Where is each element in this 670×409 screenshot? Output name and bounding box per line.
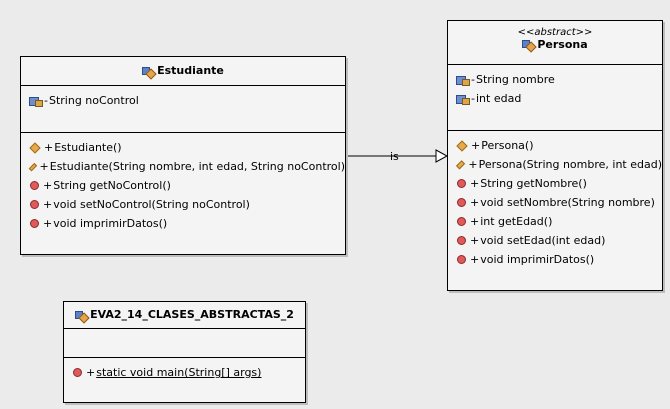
- field-row[interactable]: - int edad: [448, 89, 662, 108]
- class-name: Estudiante: [142, 57, 224, 85]
- generalization-arrowhead: [435, 149, 449, 163]
- method-row[interactable]: + static void main(String[] args): [64, 363, 305, 382]
- method-row[interactable]: + String getNombre(): [448, 174, 662, 193]
- class-eva2-main[interactable]: EVA2_14_CLASES_ABSTRACTAS_2 + static voi…: [63, 301, 306, 403]
- methods-compartment: + Persona() + Persona(String nombre, int…: [448, 131, 662, 269]
- method-row[interactable]: + int getEdad(): [448, 212, 662, 231]
- method-icon: [30, 219, 39, 228]
- fields-compartment: [64, 329, 305, 358]
- constructor-row[interactable]: + Persona(String nombre, int edad): [448, 155, 662, 174]
- method-icon: [457, 198, 466, 207]
- class-icon: [522, 39, 534, 50]
- method-row[interactable]: + void setNoControl(String noControl): [21, 195, 345, 214]
- field-icon: [456, 94, 470, 105]
- constructor-row[interactable]: + Estudiante(): [21, 138, 345, 157]
- method-icon: [30, 200, 39, 209]
- method-icon: [73, 368, 82, 377]
- class-icon: [75, 310, 87, 321]
- class-icon: [142, 66, 154, 77]
- fields-compartment: - String noControl: [21, 86, 345, 133]
- method-icon: [457, 217, 466, 226]
- class-persona[interactable]: <<abstract>> Persona - String nombre - i…: [447, 20, 663, 291]
- method-row[interactable]: + void imprimirDatos(): [21, 214, 345, 233]
- constructor-icon: [456, 139, 468, 152]
- relation-label: is: [390, 150, 399, 163]
- class-header: EVA2_14_CLASES_ABSTRACTAS_2: [64, 302, 305, 329]
- methods-compartment: + static void main(String[] args): [64, 358, 305, 382]
- constructor-row[interactable]: + Estudiante(String nombre, int edad, St…: [21, 157, 345, 176]
- method-icon: [30, 181, 39, 190]
- class-name: Persona: [522, 38, 588, 51]
- methods-compartment: + Estudiante() + Estudiante(String nombr…: [21, 133, 345, 233]
- constructor-icon: [29, 141, 41, 154]
- field-icon: [456, 75, 470, 86]
- method-row[interactable]: + void imprimirDatos(): [448, 250, 662, 269]
- field-row[interactable]: - String nombre: [448, 70, 662, 89]
- method-row[interactable]: + void setEdad(int edad): [448, 231, 662, 250]
- field-icon: [29, 96, 43, 107]
- class-name: EVA2_14_CLASES_ABSTRACTAS_2: [75, 302, 294, 328]
- constructor-row[interactable]: + Persona(): [448, 136, 662, 155]
- field-row[interactable]: - String noControl: [21, 91, 345, 110]
- method-icon: [457, 236, 466, 245]
- fields-compartment: - String nombre - int edad: [448, 65, 662, 131]
- method-row[interactable]: + String getNoControl(): [21, 176, 345, 195]
- method-icon: [457, 255, 466, 264]
- method-row[interactable]: + void setNombre(String nombre): [448, 193, 662, 212]
- method-icon: [457, 179, 466, 188]
- constructor-icon: [28, 162, 37, 171]
- class-header: <<abstract>> Persona: [448, 21, 662, 65]
- stereotype-label: <<abstract>>: [517, 27, 593, 38]
- constructor-icon: [455, 159, 466, 170]
- class-header: Estudiante: [21, 57, 345, 86]
- class-estudiante[interactable]: Estudiante - String noControl + Estudian…: [20, 56, 346, 255]
